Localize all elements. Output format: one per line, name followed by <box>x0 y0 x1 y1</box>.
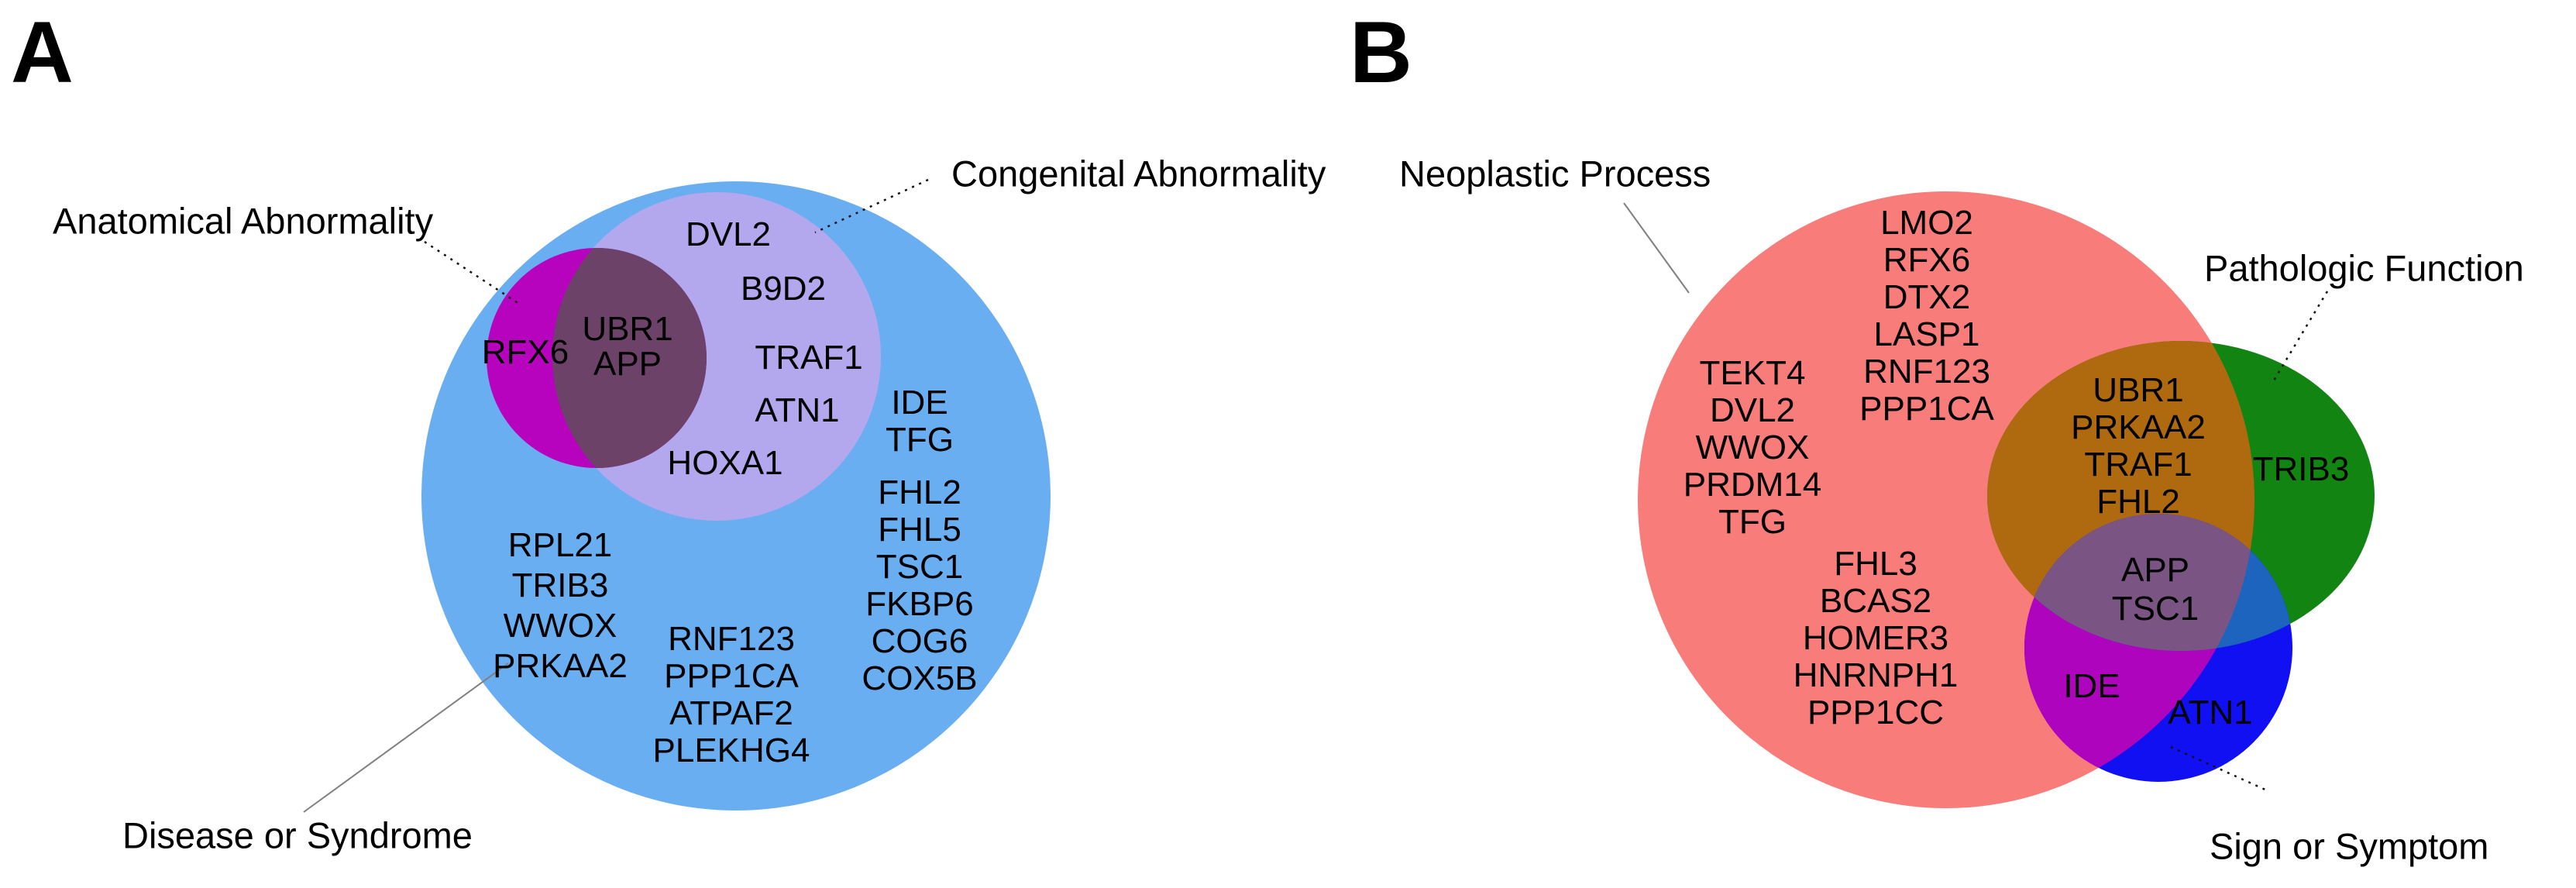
gene-label: UBR1 <box>582 310 673 348</box>
venn-region-triple-overlap <box>2024 514 2254 651</box>
gene-label: DVL2 <box>685 215 772 253</box>
gene-group-triple-overlap: APP TSC1 <box>2112 551 2199 628</box>
gene-label: UBR1 <box>2093 371 2184 409</box>
leader-line-anatomical-abnormality <box>424 240 520 305</box>
gene-label: FHL2 <box>2096 483 2180 521</box>
gene-label: IDE <box>891 384 948 422</box>
gene-label: TFG <box>1718 503 1787 541</box>
gene-label: RPL21 <box>507 526 613 564</box>
gene-label: RNF123 <box>1863 353 1990 391</box>
set-label-disease-or-syndrome: Disease or Syndrome <box>122 814 473 856</box>
gene-label: DTX2 <box>1883 278 1971 316</box>
gene-label: FHL2 <box>878 473 961 511</box>
gene-label: LASP1 <box>1873 315 1980 353</box>
set-label-anatomical-abnormality: Anatomical Abnormality <box>53 200 434 242</box>
leader-line-neoplastic-process <box>1623 202 1690 294</box>
gene-group-disease-bottom: RNF123 PPP1CA ATPAF2 PLEKHG4 <box>653 621 810 769</box>
gene-label: HOXA1 <box>667 444 783 482</box>
gene-label: LMO2 <box>1880 204 1973 242</box>
gene-label: TRIB3 <box>511 566 609 604</box>
gene-group-disease-right-upper: IDE TFG <box>886 384 954 459</box>
gene-group-neoplastic-left: TEKT4 DVL2 WWOX PRDM14 TFG <box>1684 355 1822 541</box>
gene-label: ATN1 <box>2168 694 2253 731</box>
gene-label: PRDM14 <box>1683 466 1822 504</box>
gene-label: IDE <box>2063 667 2120 705</box>
gene-label: TRAF1 <box>2084 446 2193 484</box>
gene-label: WWOX <box>503 607 617 645</box>
set-label-sign-or-symptom: Sign or Symptom <box>2210 825 2489 867</box>
gene-label: RNF123 <box>668 620 795 658</box>
gene-label: BCAS2 <box>1819 582 1932 620</box>
gene-label: PPP1CA <box>664 657 799 695</box>
gene-label: PPP1CC <box>1807 694 1945 731</box>
gene-label: TRIB3 <box>2252 450 2350 488</box>
gene-label: COX5B <box>862 659 978 697</box>
set-label-pathologic-function: Pathologic Function <box>2204 247 2524 289</box>
gene-label: PRKAA2 <box>2071 408 2206 446</box>
gene-label: HOMER3 <box>1802 619 1949 657</box>
gene-label: TRAF1 <box>755 339 863 377</box>
gene-label: ATN1 <box>755 391 840 429</box>
leader-line-congenital-abnormality <box>814 178 929 234</box>
gene-label: PRKAA2 <box>493 647 628 685</box>
gene-label: FKBP6 <box>865 585 974 623</box>
gene-label: FHL3 <box>1834 545 1917 583</box>
gene-label: COG6 <box>871 622 968 660</box>
panel-a-letter: A <box>11 4 74 101</box>
leader-line-disease-or-syndrome <box>303 663 509 813</box>
gene-group-disease-right-lower: FHL2 FHL5 TSC1 FKBP6 COG6 COX5B <box>862 474 977 697</box>
gene-label: PLEKHG4 <box>652 731 810 769</box>
gene-group-neoplastic-pathologic-overlap: UBR1 PRKAA2 TRAF1 FHL2 <box>2071 372 2206 521</box>
gene-label: RFX6 <box>1883 241 1971 279</box>
panel-b-letter: B <box>1350 4 1412 101</box>
gene-label: APP <box>2120 551 2190 589</box>
gene-label: FHL5 <box>878 511 961 549</box>
gene-label: WWOX <box>1695 429 1810 466</box>
gene-label: TEKT4 <box>1699 354 1806 392</box>
gene-label: ATPAF2 <box>669 694 793 732</box>
gene-group-neoplastic-bottom: FHL3 BCAS2 HOMER3 HNRNPH1 PPP1CC <box>1794 546 1959 731</box>
leader-line-sign-or-symptom <box>2170 745 2268 792</box>
set-label-congenital-abnormality: Congenital Abnormality <box>951 153 1326 194</box>
gene-group-neoplastic-top: LMO2 RFX6 DTX2 LASP1 RNF123 PPP1CA <box>1859 205 1994 428</box>
gene-label: RFX6 <box>481 333 569 371</box>
gene-label: TSC1 <box>2111 590 2199 628</box>
gene-group-anatomical-congenital-overlap: UBR1 APP <box>582 311 672 381</box>
gene-label: APP <box>593 345 662 383</box>
set-label-neoplastic-process: Neoplastic Process <box>1399 153 1711 194</box>
gene-group-disease-left: RPL21 TRIB3 WWOX PRKAA2 <box>493 525 628 687</box>
venn-region-anatomical-congenital-overlap <box>552 248 707 468</box>
gene-label: PPP1CA <box>1859 390 1994 428</box>
gene-label: DVL2 <box>1709 391 1796 429</box>
gene-label: B9D2 <box>740 270 827 308</box>
gene-label: TFG <box>886 421 954 459</box>
gene-label: HNRNPH1 <box>1793 656 1959 694</box>
gene-label: TSC1 <box>875 548 964 586</box>
